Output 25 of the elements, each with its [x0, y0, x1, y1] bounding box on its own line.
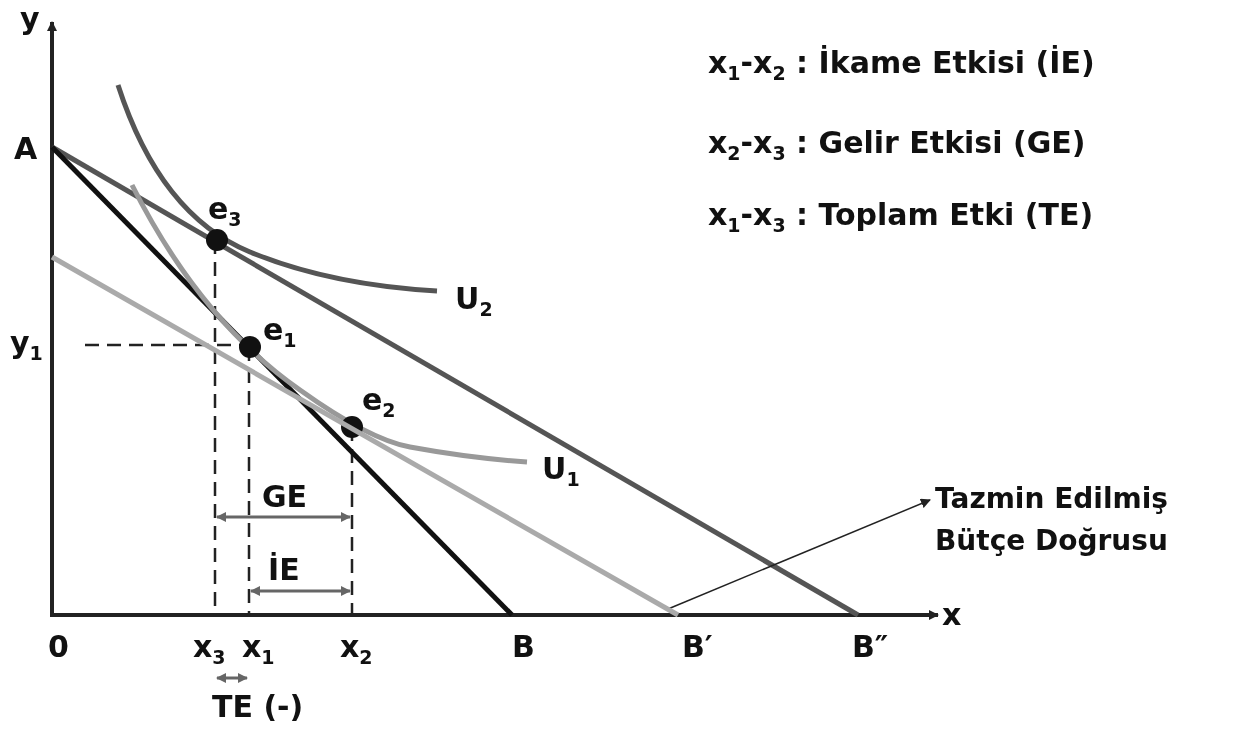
note-text: x$_{1}$-x$_{2}$ : İkame Etkisi (İE) [708, 46, 1095, 84]
effect-label: GE [262, 480, 308, 513]
tick-label: x$_{3}$ [193, 630, 226, 668]
callout-text: Tazmin Edilmiş Bütçe Doğrusu [935, 478, 1185, 562]
note-text: x$_{2}$-x$_{3}$ : Gelir Etkisi (GE) [708, 126, 1086, 164]
curve-label: U$_{1}$ [542, 452, 580, 490]
tick-label: B [512, 630, 535, 663]
curve-label: U$_{2}$ [455, 282, 493, 320]
note-text: x$_{1}$-x$_{3}$ : Toplam Etki (TE) [708, 198, 1094, 236]
tick-label: x$_{1}$ [242, 630, 275, 668]
budget-line [49, 254, 681, 618]
point-label: A [14, 132, 38, 165]
axis-label: 0 [48, 630, 69, 663]
point-label: e$_{1}$ [263, 313, 297, 351]
point-label: e$_{2}$ [362, 383, 396, 421]
tick-label: B′ [682, 630, 713, 663]
axis-label: y$_{1}$ [10, 326, 43, 364]
tick-label: x$_{2}$ [340, 630, 373, 668]
effect-label: TE (-) [212, 690, 304, 723]
axis-label: y [20, 2, 40, 35]
effect-label: İE [268, 553, 300, 586]
axis-label: x [942, 598, 962, 631]
leader-line [667, 498, 931, 610]
tick-label: B″ [852, 630, 889, 663]
point-label: e$_{3}$ [208, 192, 242, 230]
